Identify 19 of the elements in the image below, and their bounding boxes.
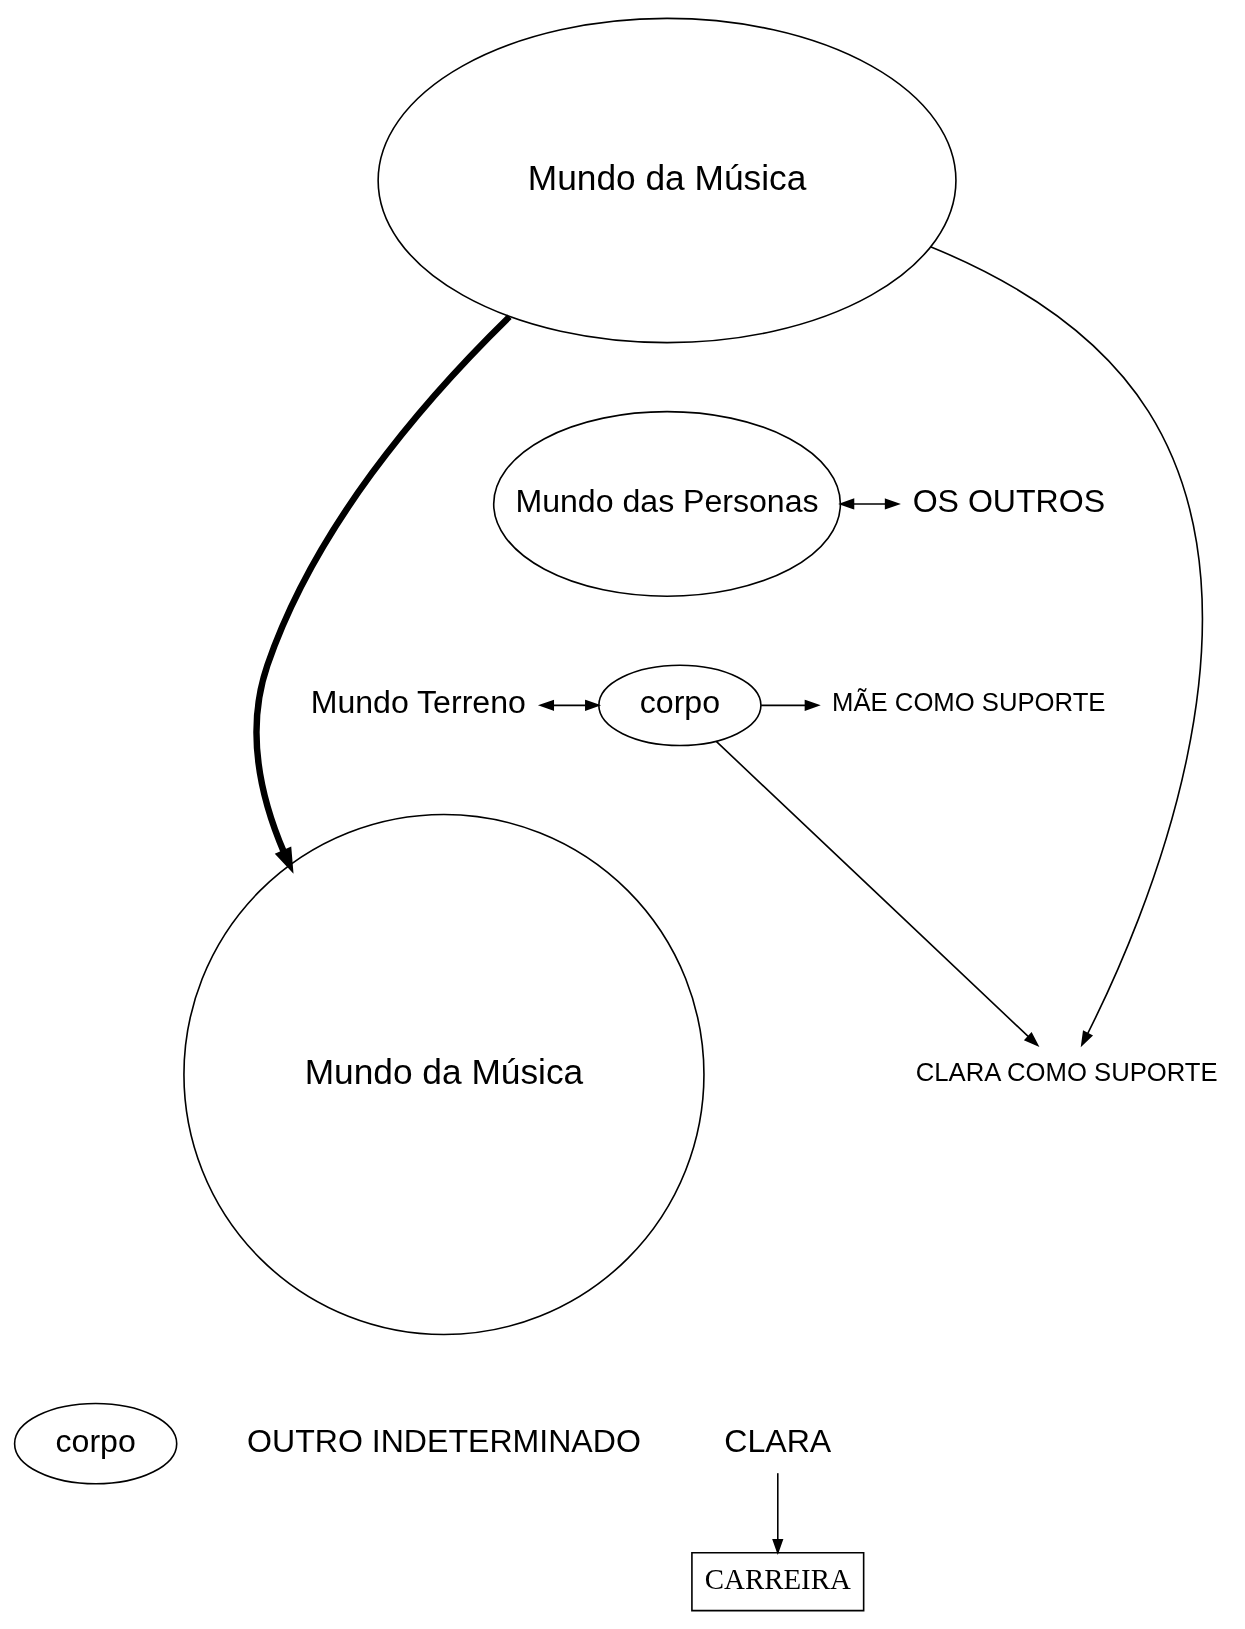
- arrow: [838, 498, 901, 510]
- arrow: [760, 699, 821, 711]
- node-ellipse: Mundo da Música: [377, 17, 957, 344]
- node-ellipse: corpo: [598, 664, 762, 747]
- node-ellipse: Mundo das Personas: [492, 410, 842, 598]
- arrow: [715, 740, 1040, 1048]
- node-text: OUTRO INDETERMINADO: [247, 1422, 641, 1459]
- node-text: CLARA COMO SUPORTE: [915, 1057, 1218, 1086]
- arrow: [930, 246, 1203, 1048]
- node-text: MÃE COMO SUPORTE: [832, 688, 1106, 717]
- node-box: CARREIRA: [691, 1552, 865, 1612]
- node-text: Mundo Terreno: [310, 684, 526, 721]
- node-text: CLARA: [724, 1422, 832, 1459]
- arrow: [772, 1472, 784, 1556]
- arrow: [253, 314, 512, 874]
- node-circle: Mundo da Música: [183, 813, 705, 1336]
- node-ellipse: corpo: [13, 1402, 178, 1485]
- node-text: OS OUTROS: [912, 482, 1106, 519]
- arrow: [537, 699, 602, 711]
